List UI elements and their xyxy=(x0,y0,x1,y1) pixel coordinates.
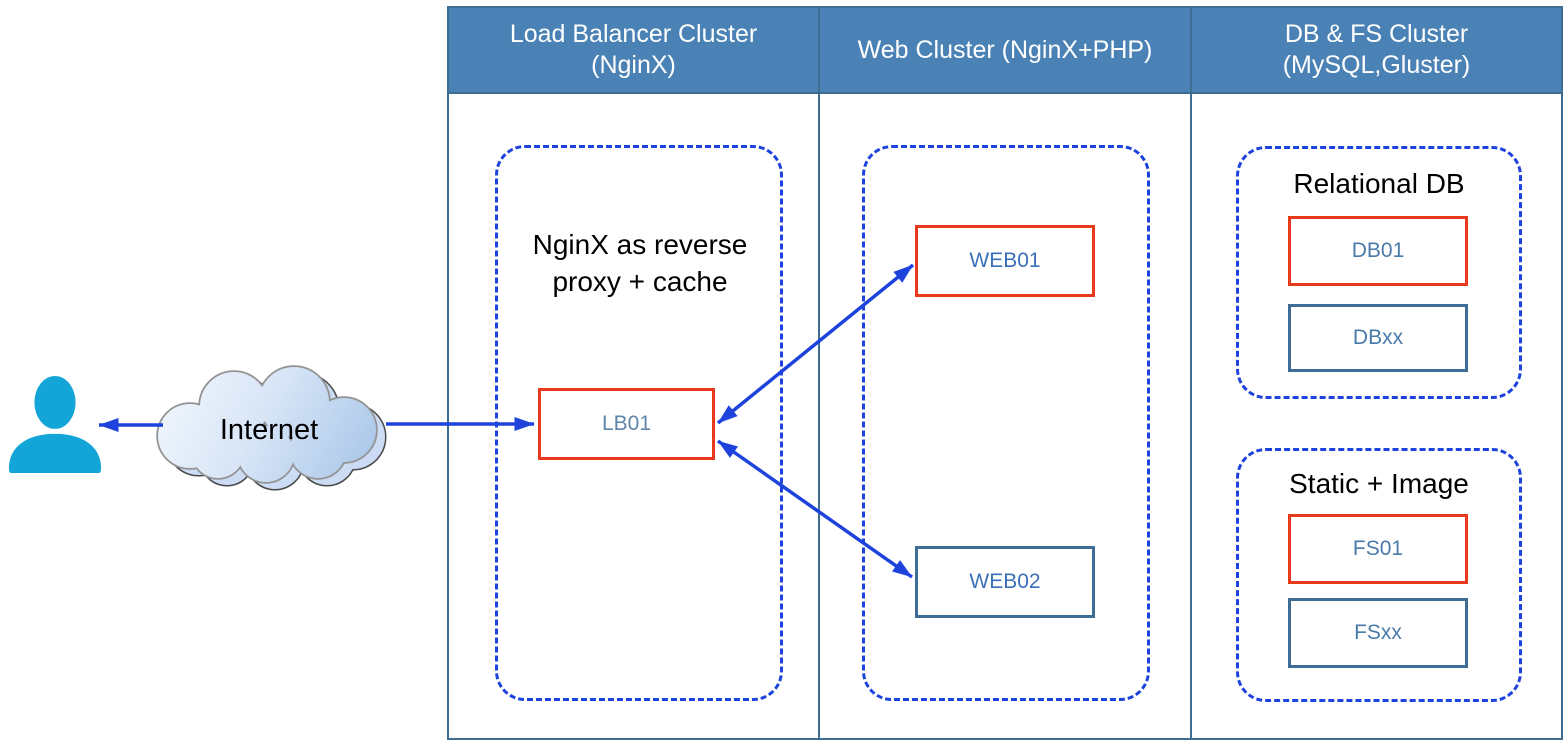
node-fsxx-label: FSxx xyxy=(1354,621,1402,644)
cluster-frame xyxy=(447,6,1563,740)
lb-note-line2: proxy + cache xyxy=(552,266,728,297)
node-web02: WEB02 xyxy=(915,546,1095,618)
lb-note: NginX as reverse proxy + cache xyxy=(497,226,783,300)
node-web01-label: WEB01 xyxy=(969,249,1041,272)
header-lb-line1: Load Balancer Cluster xyxy=(509,20,758,48)
header-lb-line2: (NginX) xyxy=(591,51,676,79)
lb-note-line1: NginX as reverse xyxy=(532,229,748,260)
header-web-cluster: Web Cluster (NginX+PHP) xyxy=(820,8,1190,92)
header-db-line1: DB & FS Cluster xyxy=(1284,20,1469,48)
node-db01-label: DB01 xyxy=(1351,239,1405,262)
internet-cloud: Internet xyxy=(156,365,387,491)
column-separator-1 xyxy=(818,8,820,738)
node-fs01: FS01 xyxy=(1288,514,1468,584)
node-dbxx-label: DBxx xyxy=(1352,326,1404,349)
relational-db-group-box xyxy=(1236,146,1522,399)
cluster-header-band xyxy=(449,8,1561,94)
user-icon xyxy=(8,371,102,473)
node-web01: WEB01 xyxy=(915,225,1095,297)
header-load-balancer-cluster: Load Balancer Cluster (NginX) xyxy=(449,8,818,92)
header-web-line1: Web Cluster (NginX+PHP) xyxy=(857,35,1153,64)
static-image-title: Static + Image xyxy=(1289,468,1469,499)
node-db01: DB01 xyxy=(1288,216,1468,286)
column-separator-2 xyxy=(1190,8,1192,738)
node-web02-label: WEB02 xyxy=(969,570,1041,593)
user-head xyxy=(29,371,81,434)
relational-db-title: Relational DB xyxy=(1293,168,1465,199)
user-shoulders xyxy=(8,433,102,473)
node-fsxx: FSxx xyxy=(1288,598,1468,668)
static-image-group-box xyxy=(1236,448,1522,702)
node-fs01-label: FS01 xyxy=(1352,537,1404,560)
node-dbxx: DBxx xyxy=(1288,304,1468,372)
header-db-fs-cluster: DB & FS Cluster (MySQL,Gluster) xyxy=(1192,8,1561,92)
node-lb01-label: LB01 xyxy=(601,412,652,435)
internet-label: Internet xyxy=(220,414,318,446)
header-db-line2: (MySQL,Gluster) xyxy=(1282,51,1471,79)
node-lb01: LB01 xyxy=(538,388,715,460)
